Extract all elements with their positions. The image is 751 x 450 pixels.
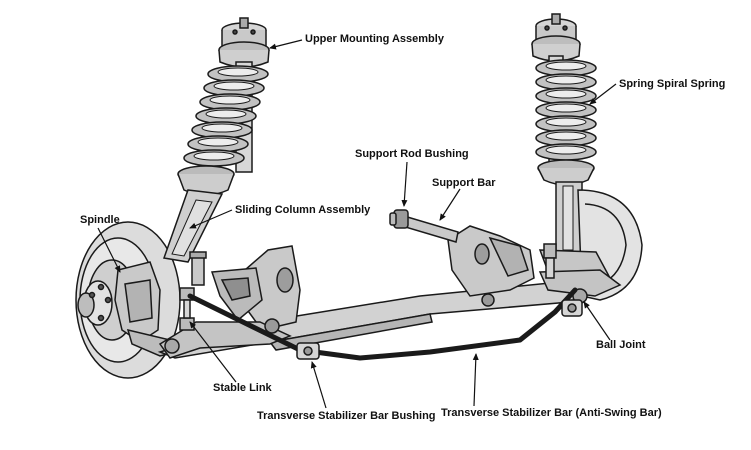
leader-spring (589, 83, 617, 105)
label-upper-mounting-assembly: Upper Mounting Assembly (305, 33, 444, 45)
leader-spindle (97, 227, 121, 273)
leader-lines (97, 39, 617, 409)
leader-stabilizer-bar (472, 353, 479, 407)
left-strut (162, 17, 270, 263)
leader-stabilizer-bushing (310, 361, 327, 409)
label-support-bar: Support Bar (432, 177, 496, 189)
stable-link (179, 251, 207, 331)
label-spindle: Spindle (80, 214, 120, 226)
left-ball-joint (164, 338, 180, 354)
label-stabilizer-bar: Transverse Stabilizer Bar (Anti-Swing Ba… (441, 407, 662, 419)
label-support-rod-bushing: Support Rod Bushing (355, 148, 469, 160)
label-spring: Spring Spiral Spring (619, 78, 726, 90)
right-strut (531, 13, 597, 255)
leader-sliding-column (189, 209, 233, 229)
stabilizer-bushing-right (561, 299, 583, 317)
right-stable-link (543, 243, 557, 279)
leader-upper-mounting (269, 39, 303, 50)
label-sliding-column-assembly: Sliding Column Assembly (235, 204, 371, 216)
support-bar (389, 209, 459, 243)
label-stabilizer-bar-bushing: Transverse Stabilizer Bar Bushing (257, 410, 436, 422)
label-ball-joint: Ball Joint (596, 339, 646, 351)
leader-ball-joint (583, 301, 611, 341)
leader-support-rod-bushing (401, 161, 408, 207)
stabilizer-bushing-left (296, 342, 320, 360)
leader-stable-link (189, 321, 237, 383)
label-stable-link: Stable Link (213, 382, 272, 394)
leader-support-bar (439, 188, 461, 221)
